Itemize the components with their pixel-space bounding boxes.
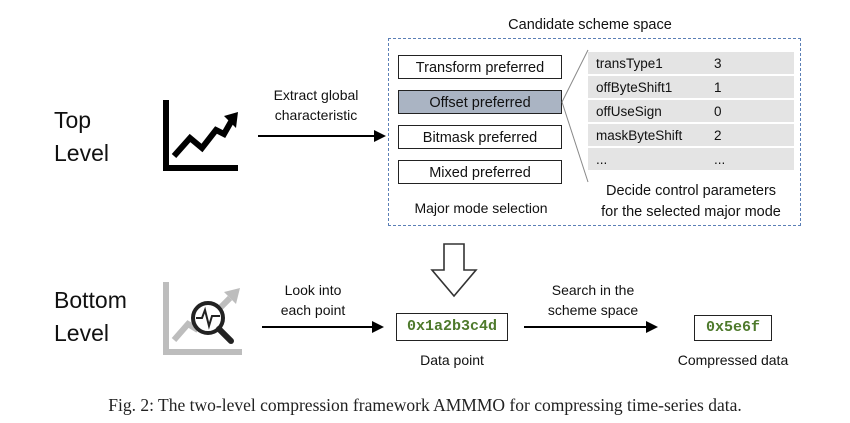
search-text-line2: scheme space bbox=[547, 302, 639, 318]
param-value: 3 bbox=[706, 52, 794, 74]
param-value: 0 bbox=[706, 100, 794, 122]
table-row: transType1 3 bbox=[588, 52, 794, 74]
param-caption: Decide control parameters for the select… bbox=[582, 181, 800, 223]
mode-transform-preferred: Transform preferred bbox=[398, 55, 562, 79]
extract-text: Extract global characteristic bbox=[256, 85, 376, 125]
down-hollow-arrow bbox=[430, 243, 478, 298]
top-level-label-line2: Level bbox=[54, 140, 109, 166]
mode-selection-caption: Major mode selection bbox=[414, 200, 548, 216]
extract-arrow bbox=[258, 130, 386, 142]
top-level-label: Top Level bbox=[54, 104, 109, 170]
data-point-box: 0x1a2b3c4d bbox=[396, 313, 508, 341]
look-arrow bbox=[262, 321, 384, 333]
search-text-line1: Search in the bbox=[551, 282, 635, 298]
param-value: 2 bbox=[706, 124, 794, 146]
mode-mixed-preferred: Mixed preferred bbox=[398, 160, 562, 184]
search-text: Search in the scheme space bbox=[528, 280, 658, 320]
data-point-label: Data point bbox=[420, 352, 484, 368]
mode-bitmask-preferred: Bitmask preferred bbox=[398, 125, 562, 149]
top-level-label-line1: Top bbox=[54, 107, 92, 133]
param-value: 1 bbox=[706, 76, 794, 98]
search-arrow bbox=[524, 321, 658, 333]
compressed-data-label: Compressed data bbox=[677, 352, 789, 368]
extract-text-line1: Extract global bbox=[273, 87, 359, 103]
param-name: ... bbox=[588, 148, 706, 170]
table-row: offUseSign 0 bbox=[588, 100, 794, 122]
parameter-table: transType1 3 offByteShift1 1 offUseSign … bbox=[588, 50, 794, 172]
trend-chart-icon bbox=[163, 100, 238, 171]
bottom-level-label-line2: Level bbox=[54, 320, 109, 346]
param-caption-line1: Decide control parameters bbox=[605, 183, 777, 199]
table-row: ... ... bbox=[588, 148, 794, 170]
magnifier-chart-icon bbox=[163, 282, 242, 355]
look-text: Look into each point bbox=[258, 280, 368, 320]
look-text-line1: Look into bbox=[284, 282, 342, 298]
param-name: maskByteShift bbox=[588, 124, 706, 146]
mode-param-connector bbox=[561, 49, 589, 183]
bottom-level-label: Bottom Level bbox=[54, 284, 127, 350]
param-caption-line2: for the selected major mode bbox=[601, 204, 781, 220]
param-name: offUseSign bbox=[588, 100, 706, 122]
candidate-space-box bbox=[388, 38, 801, 226]
mode-offset-preferred: Offset preferred bbox=[398, 90, 562, 114]
look-text-line2: each point bbox=[280, 302, 346, 318]
table-row: maskByteShift 2 bbox=[588, 124, 794, 146]
param-value: ... bbox=[706, 148, 794, 170]
bottom-level-label-line1: Bottom bbox=[54, 287, 127, 313]
param-name: offByteShift1 bbox=[588, 76, 706, 98]
figure-caption: Fig. 2: The two-level compression framew… bbox=[108, 395, 742, 415]
extract-text-line2: characteristic bbox=[274, 107, 358, 123]
param-name: transType1 bbox=[588, 52, 706, 74]
table-row: offByteShift1 1 bbox=[588, 76, 794, 98]
candidate-space-title: Candidate scheme space bbox=[508, 17, 672, 33]
compressed-data-box: 0x5e6f bbox=[694, 315, 772, 341]
